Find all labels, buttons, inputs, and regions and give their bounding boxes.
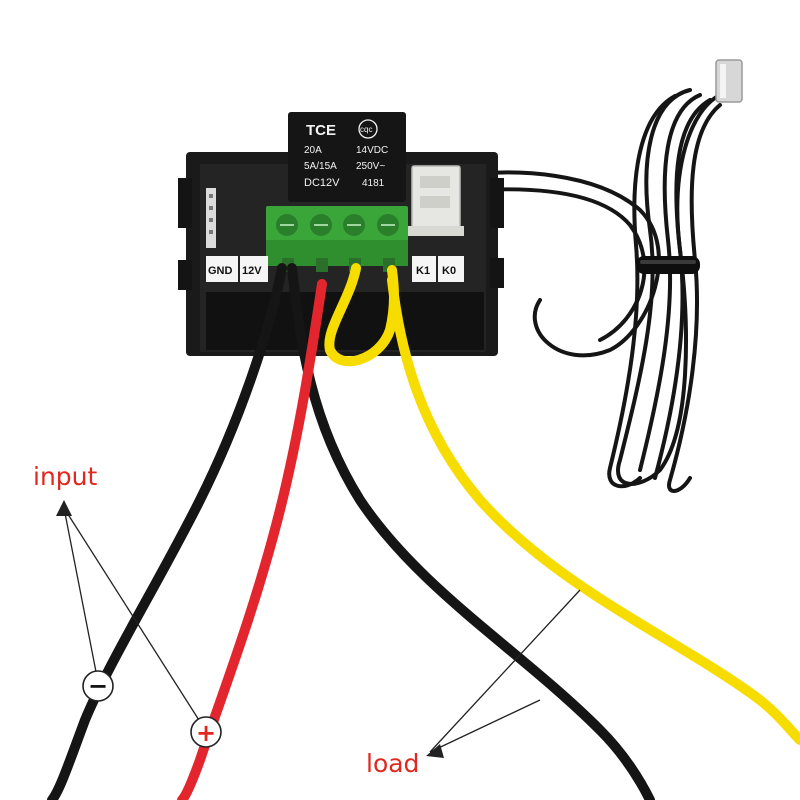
black-gnd-wire [47,263,287,800]
screw-terminal [343,214,365,236]
relay-cert-badge [358,119,378,139]
relay-line1-left: 20A [304,145,322,156]
terminal-labels: GND 12V K1 K0 [206,256,464,282]
terminal-label-k0: K0 [442,265,456,277]
relay-line3-right: 4181 [362,178,385,189]
relay-line1-right: 14VDC [356,145,388,156]
minus-sign: − [88,672,108,700]
plus-sign: + [196,719,216,747]
load-pointer-line [429,589,581,753]
sensor-cable-coil [443,88,722,493]
input-arrowhead-icon [56,500,72,516]
plus-marker: + [190,716,222,748]
terminal-label-gnd: GND [208,265,233,277]
terminal-label-12v: 12V [242,265,262,277]
temperature-probe [715,59,743,103]
relay: TCE cqc 20A 14VDC 5A/15A 250V~ DC12V 418… [288,112,406,202]
input-pointer-line [63,507,99,683]
load-arrowhead-icon [426,744,444,758]
yellow-load-wire [387,275,800,745]
screw-terminal [310,214,332,236]
sensor-cable-tie [636,256,700,274]
screw-terminal [276,214,298,236]
input-pointer-line [63,507,205,729]
load-label: load [366,749,419,778]
input-label: input [33,462,98,491]
load-pointer-line [429,699,541,753]
relay-cert-mark: cqc [360,125,372,134]
red-12v-wire [177,279,327,800]
relay-line2-right: 250V~ [356,161,385,172]
relay-brand: TCE [306,122,336,139]
relay-line3-left: DC12V [304,177,340,189]
screw-terminal [377,214,399,236]
wires [47,263,800,800]
relay-line2-left: 5A/15A [304,161,337,172]
minus-marker: − [82,670,114,702]
sensor-connector [406,165,464,236]
terminal-label-k1: K1 [416,265,430,277]
screw-terminal-block [266,206,408,272]
annotations: input − + load [33,462,581,778]
